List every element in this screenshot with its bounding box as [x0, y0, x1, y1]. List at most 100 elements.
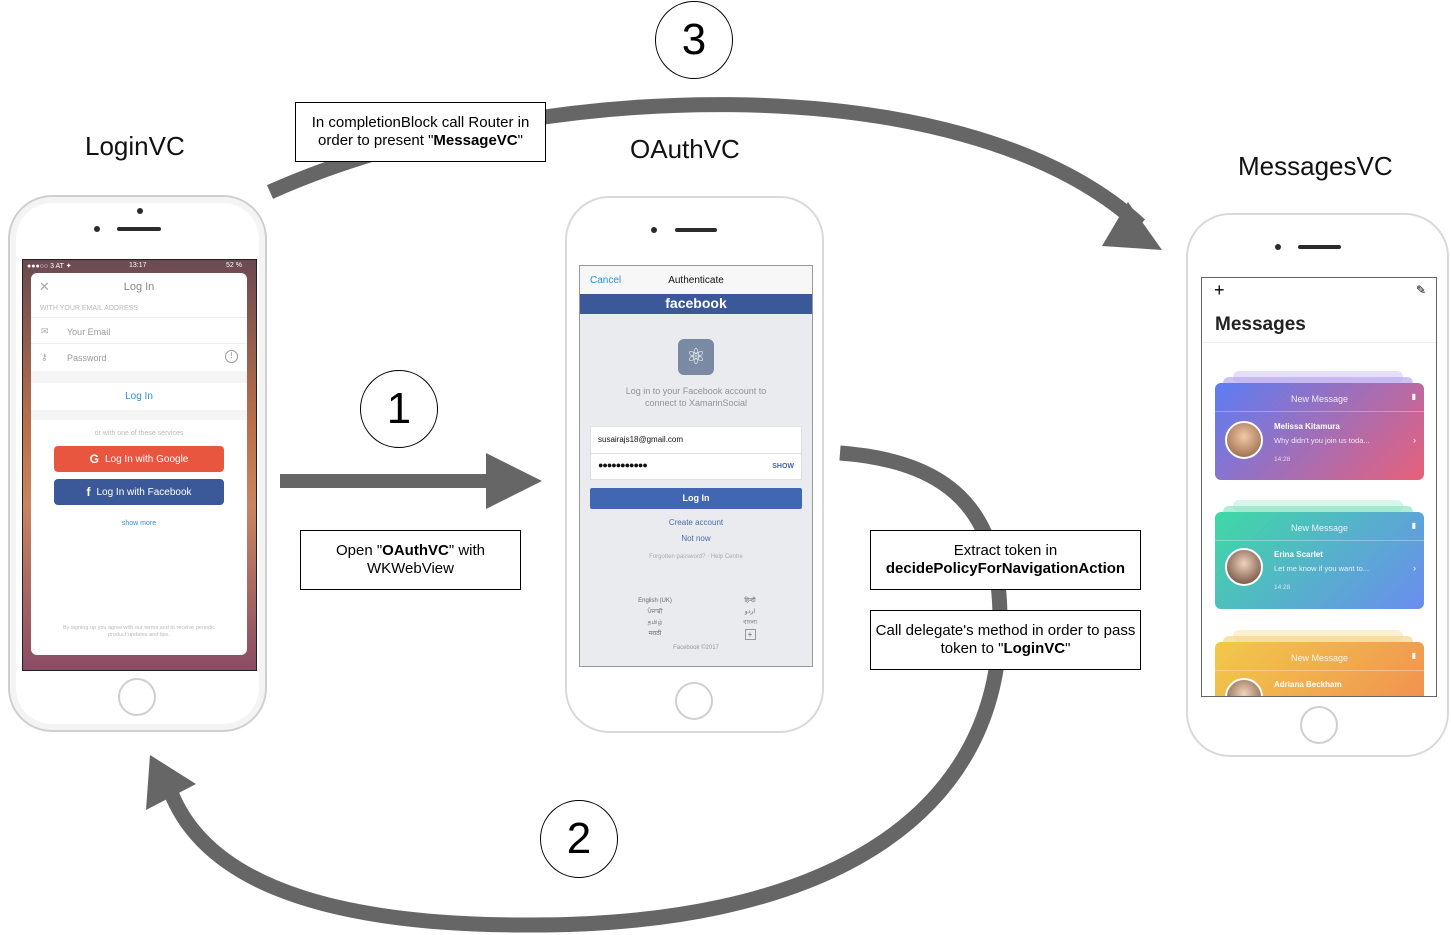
fb-footer: Facebook ©2017	[673, 645, 719, 651]
language-option[interactable]: اردو	[744, 609, 756, 615]
fb-login-button[interactable]: Log In	[590, 488, 802, 509]
add-icon[interactable]: +	[1214, 280, 1225, 300]
status-bar: ●●●○○ 3 AT ✦ 13:17 52 %	[23, 260, 256, 272]
home-button[interactable]	[675, 682, 713, 720]
note-extract-token: Extract token in decidePolicyForNavigati…	[870, 530, 1141, 590]
facebook-logo: facebook	[580, 294, 812, 314]
separator-band	[31, 371, 247, 383]
facebook-button-label: Log In with Facebook	[96, 486, 192, 498]
divider	[31, 317, 247, 318]
separator-band	[31, 410, 247, 420]
phone-speaker	[675, 228, 717, 232]
status-battery: 52 %	[226, 262, 242, 269]
messages-screen: + ✎ Messages New Message ▮ Melissa Kitam…	[1201, 277, 1437, 697]
step-3-circle: 3	[655, 1, 733, 79]
home-button[interactable]	[1300, 706, 1338, 744]
show-password-button[interactable]: SHOW	[772, 463, 794, 470]
mail-icon: ✉	[41, 326, 49, 336]
phone-sensor	[1275, 244, 1281, 250]
trash-icon[interactable]: ▮	[1411, 651, 1416, 660]
card-title: New Message	[1290, 394, 1349, 404]
password-field[interactable]: Password	[67, 353, 107, 363]
message-card[interactable]: New Message ▮ Erina Scarlet Let me know …	[1215, 512, 1424, 609]
note-delegate-text: Call delegate's method in order to pass …	[871, 622, 1140, 658]
password-input[interactable]: ●●●●●●●●●●●	[598, 460, 648, 470]
step-1-circle: 1	[360, 370, 438, 448]
sender-name: Erina Scarlet	[1274, 550, 1323, 559]
message-card[interactable]: New Message ▮ Adriana Beckham	[1215, 642, 1424, 696]
language-option[interactable]: मराठी	[648, 631, 662, 637]
credentials-box: susairajs18@gmail.com ●●●●●●●●●●● SHOW	[590, 426, 802, 480]
chevron-right-icon: ›	[1413, 435, 1416, 445]
note-extract-bold: decidePolicyForNavigationAction	[885, 560, 1126, 577]
home-button[interactable]	[118, 678, 156, 716]
compose-icon[interactable]: ✎	[1415, 283, 1426, 297]
divider	[31, 343, 247, 344]
divider	[1215, 411, 1424, 412]
password-manager-icon[interactable]: !	[225, 350, 238, 363]
oauth-phone: Cancel Authenticate facebook ⚛ Log in to…	[565, 196, 824, 733]
email-section-label: WITH YOUR EMAIL ADDRESS	[40, 305, 139, 312]
login-button[interactable]: Log In	[125, 391, 153, 402]
arrowhead-step-1	[486, 453, 542, 509]
sender-name: Melissa Kitamura	[1274, 422, 1340, 431]
create-account-link[interactable]: Create account	[668, 518, 724, 527]
trash-icon[interactable]: ▮	[1411, 521, 1416, 530]
login-phone: ●●●○○ 3 AT ✦ 13:17 52 % ✕ Log In WITH YO…	[8, 195, 267, 732]
trash-icon[interactable]: ▮	[1411, 392, 1416, 401]
google-login-button[interactable]: G Log In with Google	[54, 446, 224, 472]
divider	[1215, 540, 1424, 541]
avatar	[1225, 421, 1263, 459]
status-carrier: ●●●○○ 3 AT ✦	[27, 263, 72, 270]
facebook-icon: f	[86, 485, 91, 499]
close-icon[interactable]: ✕	[39, 279, 50, 294]
note-step-3: In completionBlock call Router in order …	[295, 102, 546, 162]
nav-title: Authenticate	[668, 275, 724, 286]
note-delegate-post: "	[1065, 640, 1071, 657]
language-option[interactable]: বাংলা	[743, 620, 757, 626]
app-icon: ⚛	[678, 339, 714, 375]
messages-vc-title: MessagesVC	[1238, 151, 1393, 181]
avatar	[1225, 548, 1263, 586]
cancel-button[interactable]: Cancel	[590, 275, 622, 286]
note-step-1-pre: Open "	[335, 542, 383, 559]
message-preview: Let me know if you want to...	[1274, 564, 1370, 573]
email-field[interactable]: Your Email	[67, 327, 111, 337]
language-list-left: English (UK) ਪੰਜਾਬੀ தமிழ் मराठी	[620, 596, 690, 640]
services-label: or with one of these services	[94, 430, 184, 437]
note-step-3-pre: In completionBlock call Router in order …	[311, 114, 530, 149]
login-vc-title: LoginVC	[85, 131, 185, 161]
arrow-step-1	[280, 474, 495, 488]
phone-sensor	[94, 226, 100, 232]
language-option[interactable]: English (UK)	[638, 598, 672, 604]
language-option[interactable]: தமிழ்	[647, 620, 663, 626]
message-preview: Why didn't you join us toda...	[1274, 436, 1370, 445]
divider	[1202, 342, 1436, 343]
language-option[interactable]: हिन्दी	[744, 598, 756, 604]
divider	[591, 453, 801, 454]
note-call-delegate: Call delegate's method in order to pass …	[870, 610, 1141, 670]
message-time: 14:28	[1274, 456, 1291, 463]
message-card[interactable]: New Message ▮ Melissa Kitamura Why didn'…	[1215, 383, 1424, 480]
forgotten-password-link[interactable]: Forgotten password? · Help Centre	[649, 554, 743, 560]
note-step-3-bold: MessageVC	[433, 132, 518, 149]
email-input[interactable]: susairajs18@gmail.com	[598, 435, 684, 444]
chevron-right-icon: ›	[1413, 563, 1416, 573]
not-now-link[interactable]: Not now	[681, 534, 711, 543]
nav-bar: Cancel Authenticate	[580, 266, 812, 294]
login-sheet: ✕ Log In WITH YOUR EMAIL ADDRESS ✉ Your …	[31, 273, 247, 655]
note-step-1-text: Open "OAuthVC" with WKWebView	[301, 542, 520, 578]
avatar	[1225, 678, 1263, 696]
note-step-3-text: In completionBlock call Router in order …	[296, 114, 545, 150]
language-option[interactable]: ਪੰਜਾਬੀ	[647, 609, 663, 615]
note-delegate-pre: Call delegate's method in order to pass …	[875, 622, 1136, 657]
arrowhead-step-3	[1102, 202, 1162, 250]
step-2-circle: 2	[540, 800, 618, 878]
oauth-screen: Cancel Authenticate facebook ⚛ Log in to…	[579, 265, 813, 667]
show-more-link[interactable]: show more	[121, 520, 157, 527]
login-title: Log In	[123, 281, 155, 293]
more-languages-button[interactable]: +	[744, 629, 756, 640]
note-extract-pre: Extract token in	[953, 542, 1058, 559]
phone-speaker	[117, 227, 161, 231]
facebook-login-button[interactable]: f Log In with Facebook	[54, 479, 224, 505]
